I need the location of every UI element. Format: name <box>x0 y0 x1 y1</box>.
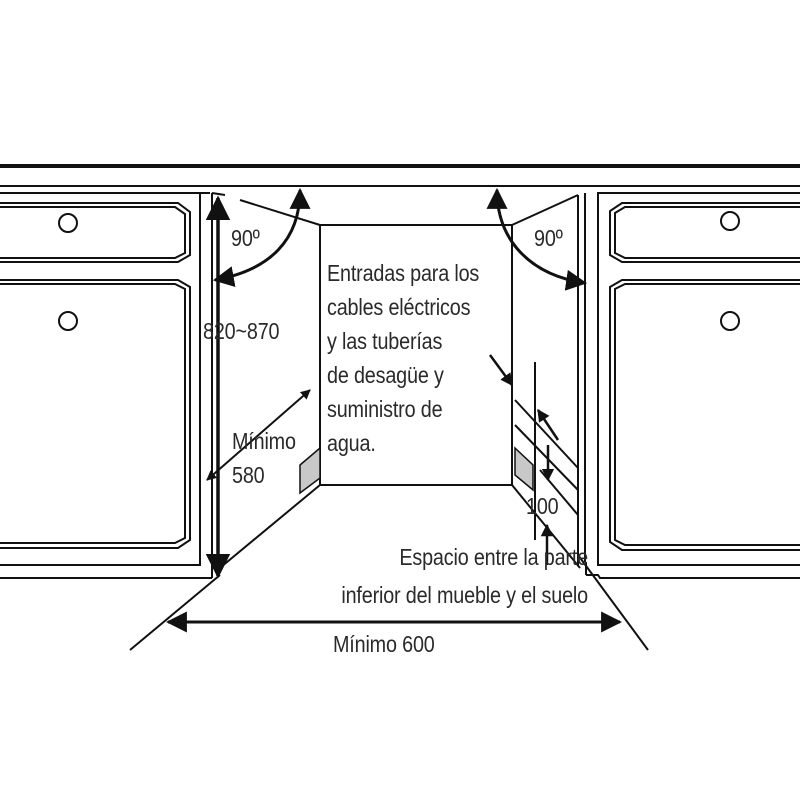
entries-description: Entradas para los cables eléctricos y la… <box>327 260 480 456</box>
left-swing-arrow-icon <box>212 187 311 287</box>
floor-gap-value-label: 100 <box>526 493 559 519</box>
right-inlet-shading <box>514 446 534 492</box>
min-depth-label-line2: 580 <box>232 462 265 488</box>
angle-right-label: 90º <box>534 225 563 251</box>
min-width-label: Mínimo 600 <box>333 631 435 657</box>
entries-leader-arrow-icon <box>488 354 514 387</box>
gap-arrow-top-icon <box>536 408 560 441</box>
drawer-knob-icon <box>58 213 78 233</box>
right-swing-arrow-icon <box>486 187 588 291</box>
worktop <box>0 164 800 187</box>
min-depth-label-line1: Mínimo <box>232 428 296 454</box>
door-knob-icon <box>720 311 740 331</box>
right-floor-diagonal <box>577 554 649 651</box>
angle-left-label: 90º <box>231 225 260 251</box>
drawer-knob-icon <box>720 211 740 231</box>
left-cabinet <box>0 192 212 579</box>
height-range-label: 820~870 <box>203 318 280 344</box>
depth-leader-arrow-icon <box>206 389 311 481</box>
left-floor-diagonal <box>129 574 221 651</box>
right-cabinet <box>585 192 800 579</box>
door-knob-icon <box>58 311 78 331</box>
floor-gap-description: Espacio entre la parte inferior del mueb… <box>341 544 588 608</box>
